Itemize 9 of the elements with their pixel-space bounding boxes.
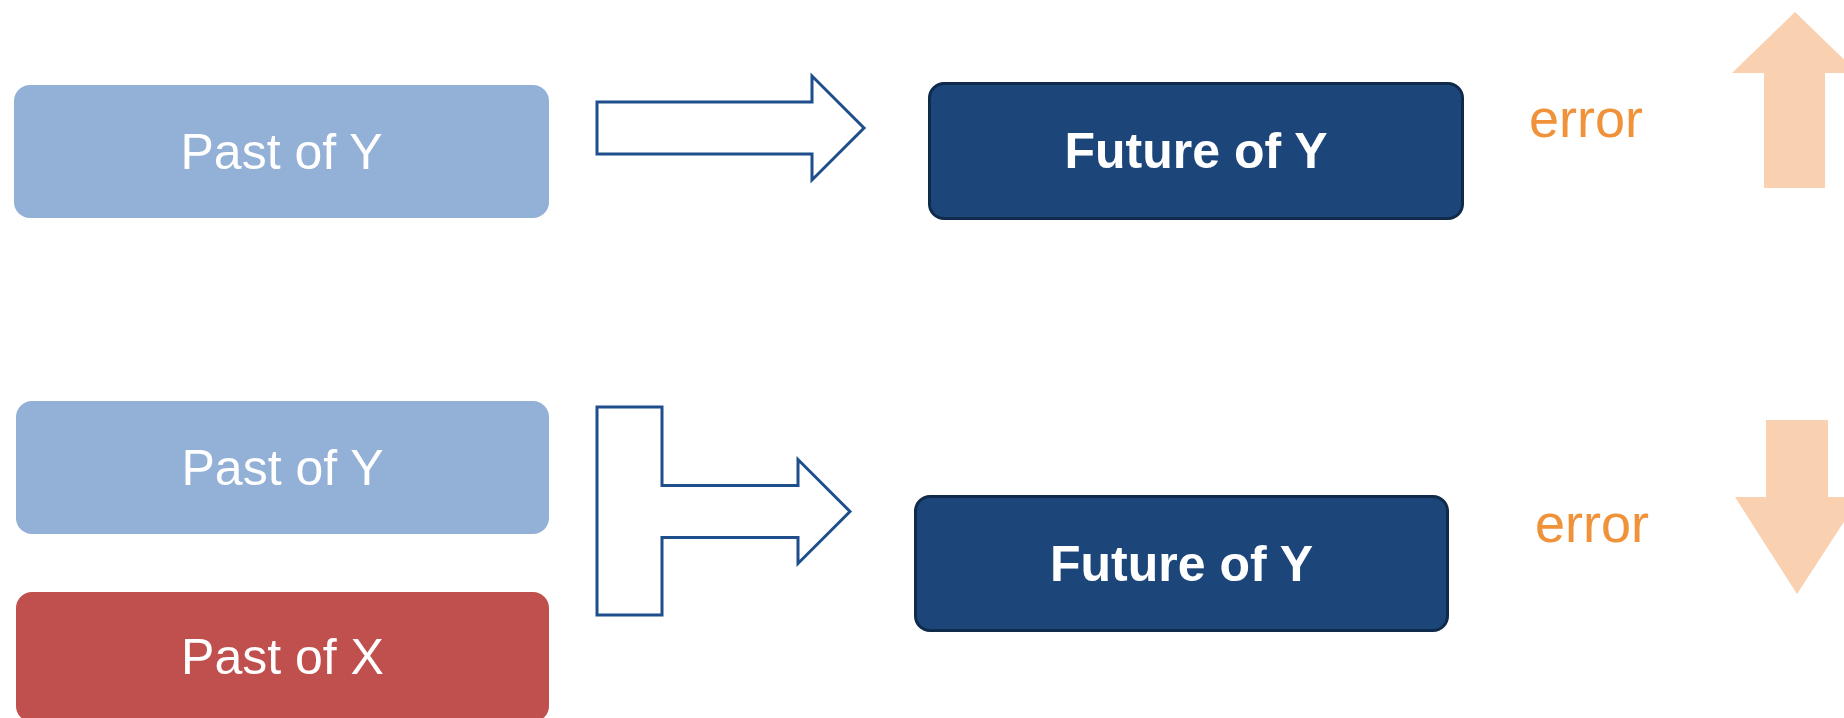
process-box: Future of Y — [914, 495, 1449, 632]
process-box: Past of X — [16, 592, 549, 718]
process-box: Past of Y — [16, 401, 549, 534]
block-arrow — [595, 72, 867, 184]
process-box: Future of Y — [928, 82, 1464, 220]
process-box: Past of Y — [14, 85, 549, 218]
error-label: error — [1535, 492, 1649, 554]
block-arrow — [595, 405, 853, 617]
error-label: error — [1529, 87, 1643, 149]
